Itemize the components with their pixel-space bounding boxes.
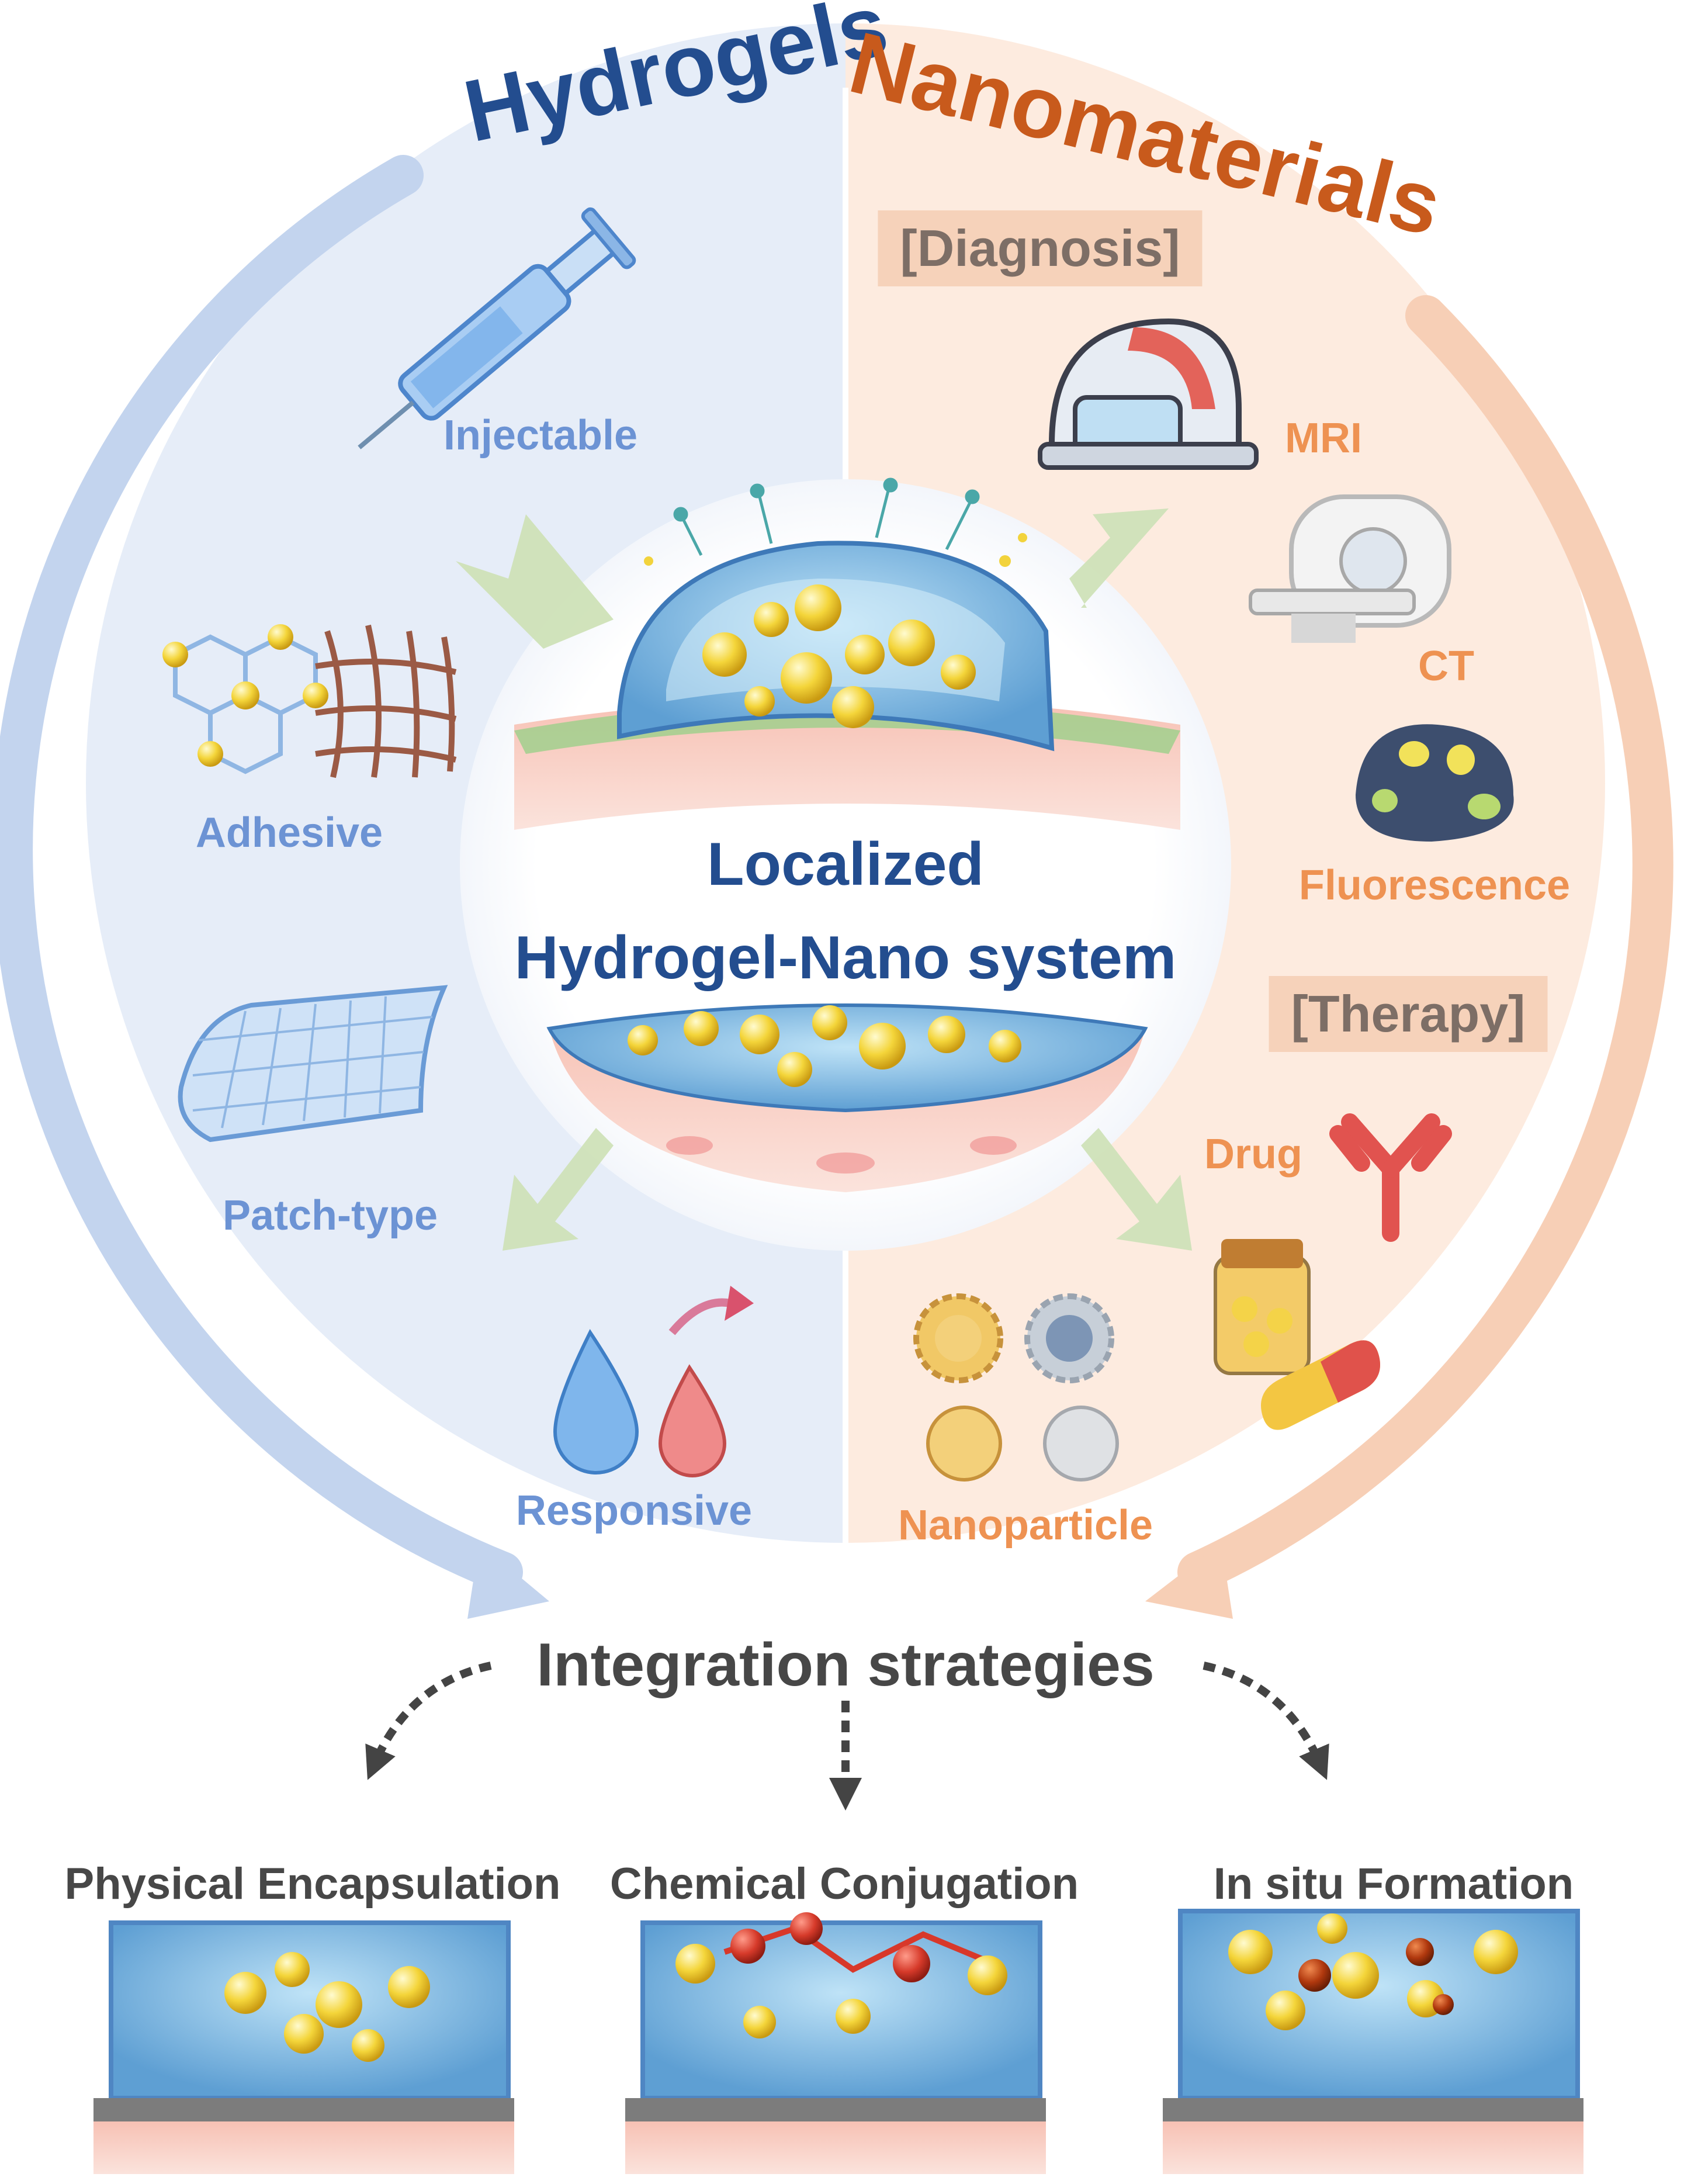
center-title-line2: Hydrogel-Nano system: [514, 924, 1177, 992]
nano-arc-arrow: [1177, 295, 1673, 1593]
network-icon: [162, 624, 457, 778]
fluorescent-sphere-icon: [1356, 724, 1514, 842]
nanoparticles-icon: [913, 1293, 1119, 1482]
diagnosis-tag: [Diagnosis]: [878, 210, 1203, 286]
injectable-label: Injectable: [443, 412, 638, 459]
mri-label: MRI: [1285, 415, 1362, 462]
syringe-icon: [358, 207, 636, 449]
adhesive-label: Adhesive: [195, 809, 383, 856]
strategy-chemical-label: Chemical Conjugation: [609, 1859, 1079, 1909]
top-gel-illustration: [514, 477, 1180, 830]
mri-scanner-icon: [1038, 318, 1259, 470]
drug-bottle-icon: [1214, 1239, 1380, 1430]
strategy-insitu-illustration: [1163, 1909, 1583, 2174]
strategy-physical-illustration: [93, 1920, 514, 2174]
therapy-tag: [Therapy]: [1269, 976, 1548, 1052]
ct-scanner-icon: [1249, 494, 1451, 643]
patch-icon: [178, 985, 448, 1143]
bottom-gel-illustration: [546, 1003, 1148, 1192]
drug-label: Drug: [1204, 1131, 1302, 1178]
integration-arrows: [365, 1662, 1329, 1811]
strategy-physical-label: Physical Encapsulation: [64, 1859, 561, 1909]
responsive-label: Responsive: [515, 1487, 753, 1534]
patch-type-label: Patch-type: [222, 1192, 438, 1239]
nanoparticle-label: Nanoparticle: [898, 1502, 1153, 1549]
strategy-insitu-label: In situ Formation: [1213, 1859, 1574, 1909]
droplets-icon: [553, 1286, 754, 1477]
ct-label: CT: [1418, 643, 1474, 690]
strategy-chemical-illustration: [625, 1912, 1046, 2174]
integration-title: Integration strategies: [536, 1631, 1155, 1699]
hydrogel-arc-arrow: [0, 155, 523, 1593]
center-title-line1: Localized: [707, 830, 984, 898]
antibody-icon: [1329, 1113, 1452, 1242]
fluorescence-label: Fluorescence: [1298, 862, 1571, 909]
green-arrows: [456, 508, 1192, 1251]
